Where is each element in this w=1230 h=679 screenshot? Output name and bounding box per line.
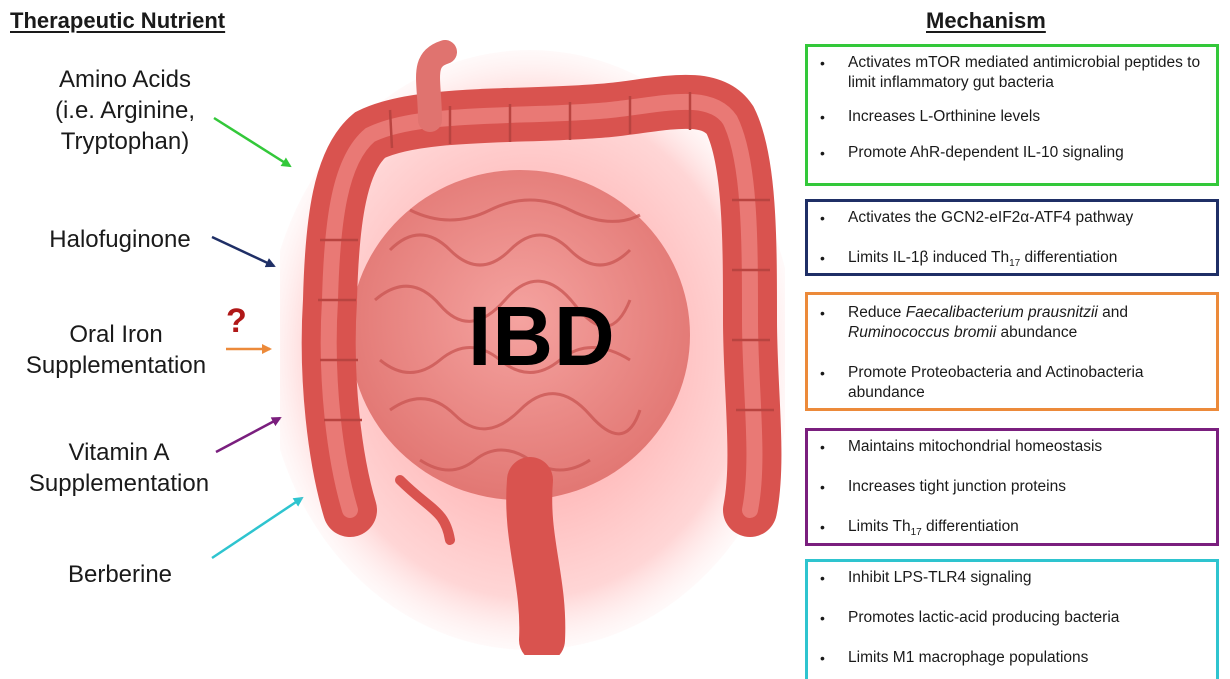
mechanism-box-berberine: Inhibit LPS-TLR4 signaling Promotes lact… [805, 559, 1219, 679]
ibd-label: IBD [468, 288, 616, 385]
rectum [529, 480, 542, 640]
mechanism-item: Limits Th17 differentiation [816, 517, 1206, 543]
mechanism-box-amino-acids: Activates mTOR mediated antimicrobial pe… [805, 44, 1219, 186]
mechanism-item: Activates the GCN2-eIF2α-ATF4 pathway [816, 208, 1206, 228]
mechanism-item: Maintains mitochondrial homeostasis [816, 437, 1206, 457]
mechanism-item: Promotes lactic-acid producing bacteria [816, 608, 1206, 628]
mechanism-text: Limits Th17 differentiation [848, 518, 1019, 535]
right-heading: Mechanism [926, 8, 1046, 34]
mechanism-box-vitamin-a: Maintains mitochondrial homeostasis Incr… [805, 428, 1219, 546]
mechanism-text: Limits IL-1β induced Th17 differentiatio… [848, 249, 1117, 266]
mechanism-item: Activates mTOR mediated antimicrobial pe… [816, 53, 1206, 93]
mechanism-item: Limits M1 macrophage populations [816, 648, 1206, 668]
mechanism-box-halofuginone: Activates the GCN2-eIF2α-ATF4 pathway Li… [805, 199, 1219, 276]
mechanism-item: Promote Proteobacteria and Actinobacteri… [816, 363, 1206, 403]
mechanism-item: Increases tight junction proteins [816, 477, 1206, 497]
mechanism-item: Promote AhR-dependent IL-10 signaling [816, 143, 1206, 163]
mechanism-item: Increases L-Orthinine levels [816, 107, 1206, 127]
mechanism-text: Reduce Faecalibacterium prausnitzii and … [848, 304, 1128, 341]
mechanism-item: Reduce Faecalibacterium prausnitzii and … [816, 303, 1206, 343]
mechanism-item: Limits IL-1β induced Th17 differentiatio… [816, 248, 1206, 274]
arrow-halofuginone [212, 237, 274, 266]
mechanism-box-oral-iron: Reduce Faecalibacterium prausnitzii and … [805, 292, 1219, 411]
mechanism-item: Inhibit LPS-TLR4 signaling [816, 568, 1206, 588]
arrow-vitamin-a [216, 418, 280, 452]
arrow-amino-acids [214, 118, 290, 166]
